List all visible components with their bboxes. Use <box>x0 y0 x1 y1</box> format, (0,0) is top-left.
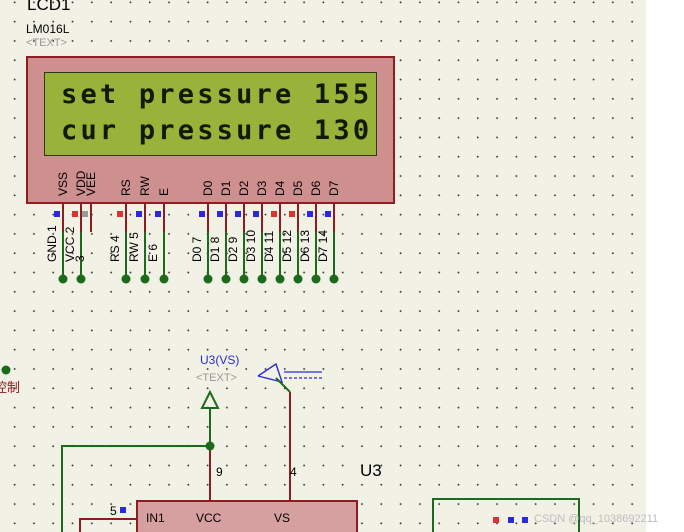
lcd-pin-marker <box>136 211 142 217</box>
lcd-pin-marker <box>271 211 277 217</box>
lcd-pin-junction <box>159 274 169 284</box>
lcd-pin-name: RW <box>138 176 152 196</box>
lcd-net-label[interactable]: D1 8 <box>208 236 222 262</box>
lcd-pin-junction <box>293 274 303 284</box>
right-component[interactable] <box>432 498 580 532</box>
schematic-canvas[interactable]: LCD1 LM016L <TEXT> set pressure 155 cur … <box>0 0 646 532</box>
lcd-pin-junction <box>239 274 249 284</box>
lcd-pin-marker <box>289 211 295 217</box>
lcd-pin-marker <box>54 211 60 217</box>
u3-component[interactable] <box>136 500 358 532</box>
junction-dot-left <box>1 365 11 375</box>
lcd-pin-name: D0 <box>201 180 215 196</box>
lcd-pin-marker <box>325 211 331 217</box>
lcd-pin-name: D3 <box>255 180 269 196</box>
lcd-net-label[interactable]: E 6 <box>146 243 160 262</box>
lcd-pin-junction <box>275 274 285 284</box>
lcd-pin-marker <box>199 211 205 217</box>
lcd-pin-junction <box>257 274 267 284</box>
lcd-pin-name: E <box>157 187 171 196</box>
wire-layer <box>1 204 528 532</box>
lcd-net-label[interactable]: D4 11 <box>262 230 276 262</box>
lcd-net-label[interactable]: RW 5 <box>127 232 141 262</box>
lcd-net-label[interactable]: D7 14 <box>316 229 330 262</box>
lcd-pin-junction <box>140 274 150 284</box>
lcd-pin-marker <box>307 211 313 217</box>
pin-marker-red <box>493 517 499 523</box>
lcd-text-placeholder[interactable]: <TEXT> <box>26 37 67 49</box>
lcd-net-label[interactable]: D5 12 <box>280 229 294 262</box>
u3-ref-label[interactable]: U3 <box>360 461 382 480</box>
u3-pin-5-number: 5 <box>110 504 117 518</box>
lcd-pin-marker <box>253 211 259 217</box>
lcd-display: set pressure 155 cur pressure 130 <box>44 72 377 156</box>
lcd-net-label[interactable]: 3 <box>73 255 87 262</box>
lcd-part-label[interactable]: LM016L <box>26 22 70 36</box>
lcd-pin-name: VSS <box>56 171 70 196</box>
pin-marker-blue <box>120 507 126 513</box>
u3-pin-9-number: 9 <box>216 465 223 479</box>
left-pin-wire[interactable] <box>79 518 136 532</box>
u3-pin-4-number: 4 <box>290 465 297 479</box>
lcd-pin-name: D4 <box>273 180 287 196</box>
lcd-pin-marker <box>82 211 88 217</box>
pin-marker-blue <box>522 517 528 523</box>
u3-pin-vcc: VCC <box>196 511 222 525</box>
probe-wire[interactable] <box>61 408 211 532</box>
probe-text-placeholder[interactable]: <TEXT> <box>196 372 237 384</box>
lcd-pin-name: RS <box>119 179 133 196</box>
lcd-net-label[interactable]: D2 9 <box>226 236 240 262</box>
lcd-pin-junction <box>329 274 339 284</box>
lcd-pin-marker <box>155 211 161 217</box>
lcd-net-label[interactable]: GND 1 <box>45 225 59 262</box>
lcd-pin-junction <box>203 274 213 284</box>
lcd-net-label[interactable]: D0 7 <box>190 236 204 262</box>
lcd-pin-junction <box>76 274 86 284</box>
lcd-pin-marker <box>72 211 78 217</box>
lcd-ref-label[interactable]: LCD1 <box>27 0 71 14</box>
lcd-pin-junction <box>121 274 131 284</box>
lcd-pin-junction <box>221 274 231 284</box>
lcd-pin-name: D1 <box>219 180 233 196</box>
lcd-pin-marker <box>117 211 123 217</box>
lcd-pin-junction <box>58 274 68 284</box>
u3-pin-vs: VS <box>274 511 291 525</box>
junction-dot <box>205 441 215 451</box>
lcd-line-2: cur pressure 130 <box>61 115 373 146</box>
lcd-pin-marker <box>217 211 223 217</box>
lcd-net-label[interactable]: D6 13 <box>298 229 312 262</box>
lcd-line-1: set pressure 155 <box>61 79 373 110</box>
lcd-pin-name: VEE <box>84 171 98 196</box>
lcd-net-label[interactable]: RS 4 <box>108 235 122 262</box>
pin-marker-blue <box>508 517 514 523</box>
lcd-pin-group <box>54 204 339 284</box>
lcd-pin-name: D5 <box>291 180 305 196</box>
left-net-label[interactable]: 控制 <box>0 380 21 395</box>
lcd-pin-marker <box>235 211 241 217</box>
lcd-pin-junction <box>311 274 321 284</box>
watermark: CSDN @qq_1038692211 <box>534 513 659 525</box>
voltage-probe-icon[interactable] <box>257 362 322 393</box>
probe-arrow-icon[interactable] <box>200 389 220 409</box>
u3-pin-in1: IN1 <box>146 511 165 525</box>
lcd-pin-name: D6 <box>309 180 323 196</box>
lcd-pin-name: D2 <box>237 180 251 196</box>
probe-label[interactable]: U3(VS) <box>200 353 240 367</box>
lcd-pin-name: D7 <box>327 180 341 196</box>
lcd-net-label[interactable]: D3 10 <box>244 229 258 262</box>
